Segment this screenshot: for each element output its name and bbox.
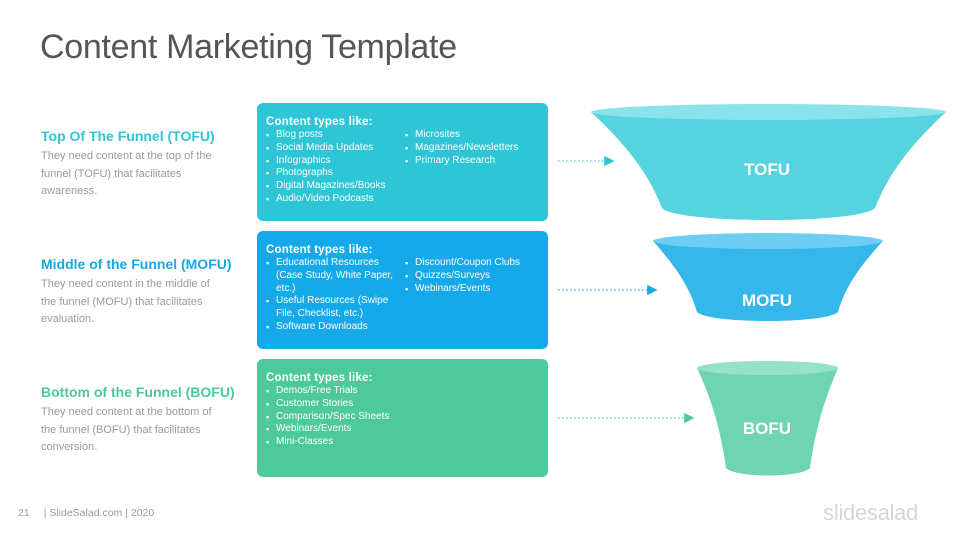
- list-item: Social Media Updates: [266, 142, 405, 155]
- stage-heading: Top Of The Funnel (TOFU): [41, 128, 215, 144]
- list-item: Microsites: [405, 129, 540, 142]
- list-item: Photographs: [266, 167, 405, 180]
- stage-heading: Bottom of the Funnel (BOFU): [41, 384, 235, 400]
- list-item: Comparison/Spec Sheets: [266, 411, 516, 424]
- box-title: Content types like:: [266, 244, 373, 256]
- content-box-tofu: Content types like: Blog postsSocial Med…: [257, 103, 548, 221]
- list-item: Mini-Classes: [266, 436, 516, 449]
- content-box-mofu: Content types like: Educational Resource…: [257, 231, 548, 349]
- list-item: Demos/Free Trials: [266, 385, 516, 398]
- content-list: Discount/Coupon ClubsQuizzes/SurveysWebi…: [405, 257, 540, 334]
- stage-description: They need content in the middle of the f…: [41, 278, 210, 325]
- list-item: Webinars/Events: [266, 423, 516, 436]
- stage-description: They need content at the bottom of the f…: [41, 406, 212, 453]
- list-item: Discount/Coupon Clubs: [405, 257, 540, 270]
- brand-logo: slidesalad: [823, 500, 918, 525]
- funnel-label-bofu: BOFU: [742, 419, 792, 438]
- content-list: Educational Resources (Case Study, White…: [266, 257, 405, 334]
- page-title: Content Marketing Template: [40, 28, 457, 66]
- box-title: Content types like:: [266, 116, 373, 128]
- list-item: Useful Resources (Swipe File, Checklist,…: [266, 295, 405, 321]
- list-item: Primary Research: [405, 155, 540, 168]
- list-item: Blog posts: [266, 129, 405, 142]
- list-item: Educational Resources (Case Study, White…: [266, 257, 405, 295]
- stage-heading: Middle of the Funnel (MOFU): [41, 256, 232, 272]
- list-item: Webinars/Events: [405, 283, 540, 296]
- funnel-bofu: [697, 361, 838, 476]
- list-item: Quizzes/Surveys: [405, 270, 540, 283]
- footer: 21 | SlideSalad.com | 2020: [18, 507, 154, 519]
- funnel-mofu: [653, 233, 883, 321]
- content-list: Blog postsSocial Media UpdatesInfographi…: [266, 129, 405, 206]
- page-number: 21: [18, 507, 30, 519]
- stage-tofu-text: Top Of The Funnel (TOFU) They need conte…: [41, 128, 241, 201]
- content-list: Demos/Free TrialsCustomer StoriesCompari…: [266, 385, 516, 449]
- stage-description: They need content at the top of the funn…: [41, 150, 212, 197]
- stage-mofu-text: Middle of the Funnel (MOFU) They need co…: [41, 256, 241, 329]
- content-list: MicrositesMagazines/NewslettersPrimary R…: [405, 129, 540, 206]
- stage-bofu-text: Bottom of the Funnel (BOFU) They need co…: [41, 384, 241, 457]
- box-title: Content types like:: [266, 372, 373, 384]
- list-item: Digital Magazines/Books: [266, 180, 405, 193]
- list-item: Software Downloads: [266, 321, 405, 334]
- funnel-label-mofu: MOFU: [741, 291, 793, 310]
- footer-text: | SlideSalad.com | 2020: [43, 507, 155, 519]
- list-item: Audio/Video Podcasts: [266, 193, 405, 206]
- funnel-label-tofu: TOFU: [744, 160, 790, 179]
- funnel-tofu: [591, 104, 946, 220]
- list-item: Magazines/Newsletters: [405, 142, 540, 155]
- list-item: Infographics: [266, 155, 405, 168]
- content-box-bofu: Content types like: Demos/Free TrialsCus…: [257, 359, 548, 477]
- list-item: Customer Stories: [266, 398, 516, 411]
